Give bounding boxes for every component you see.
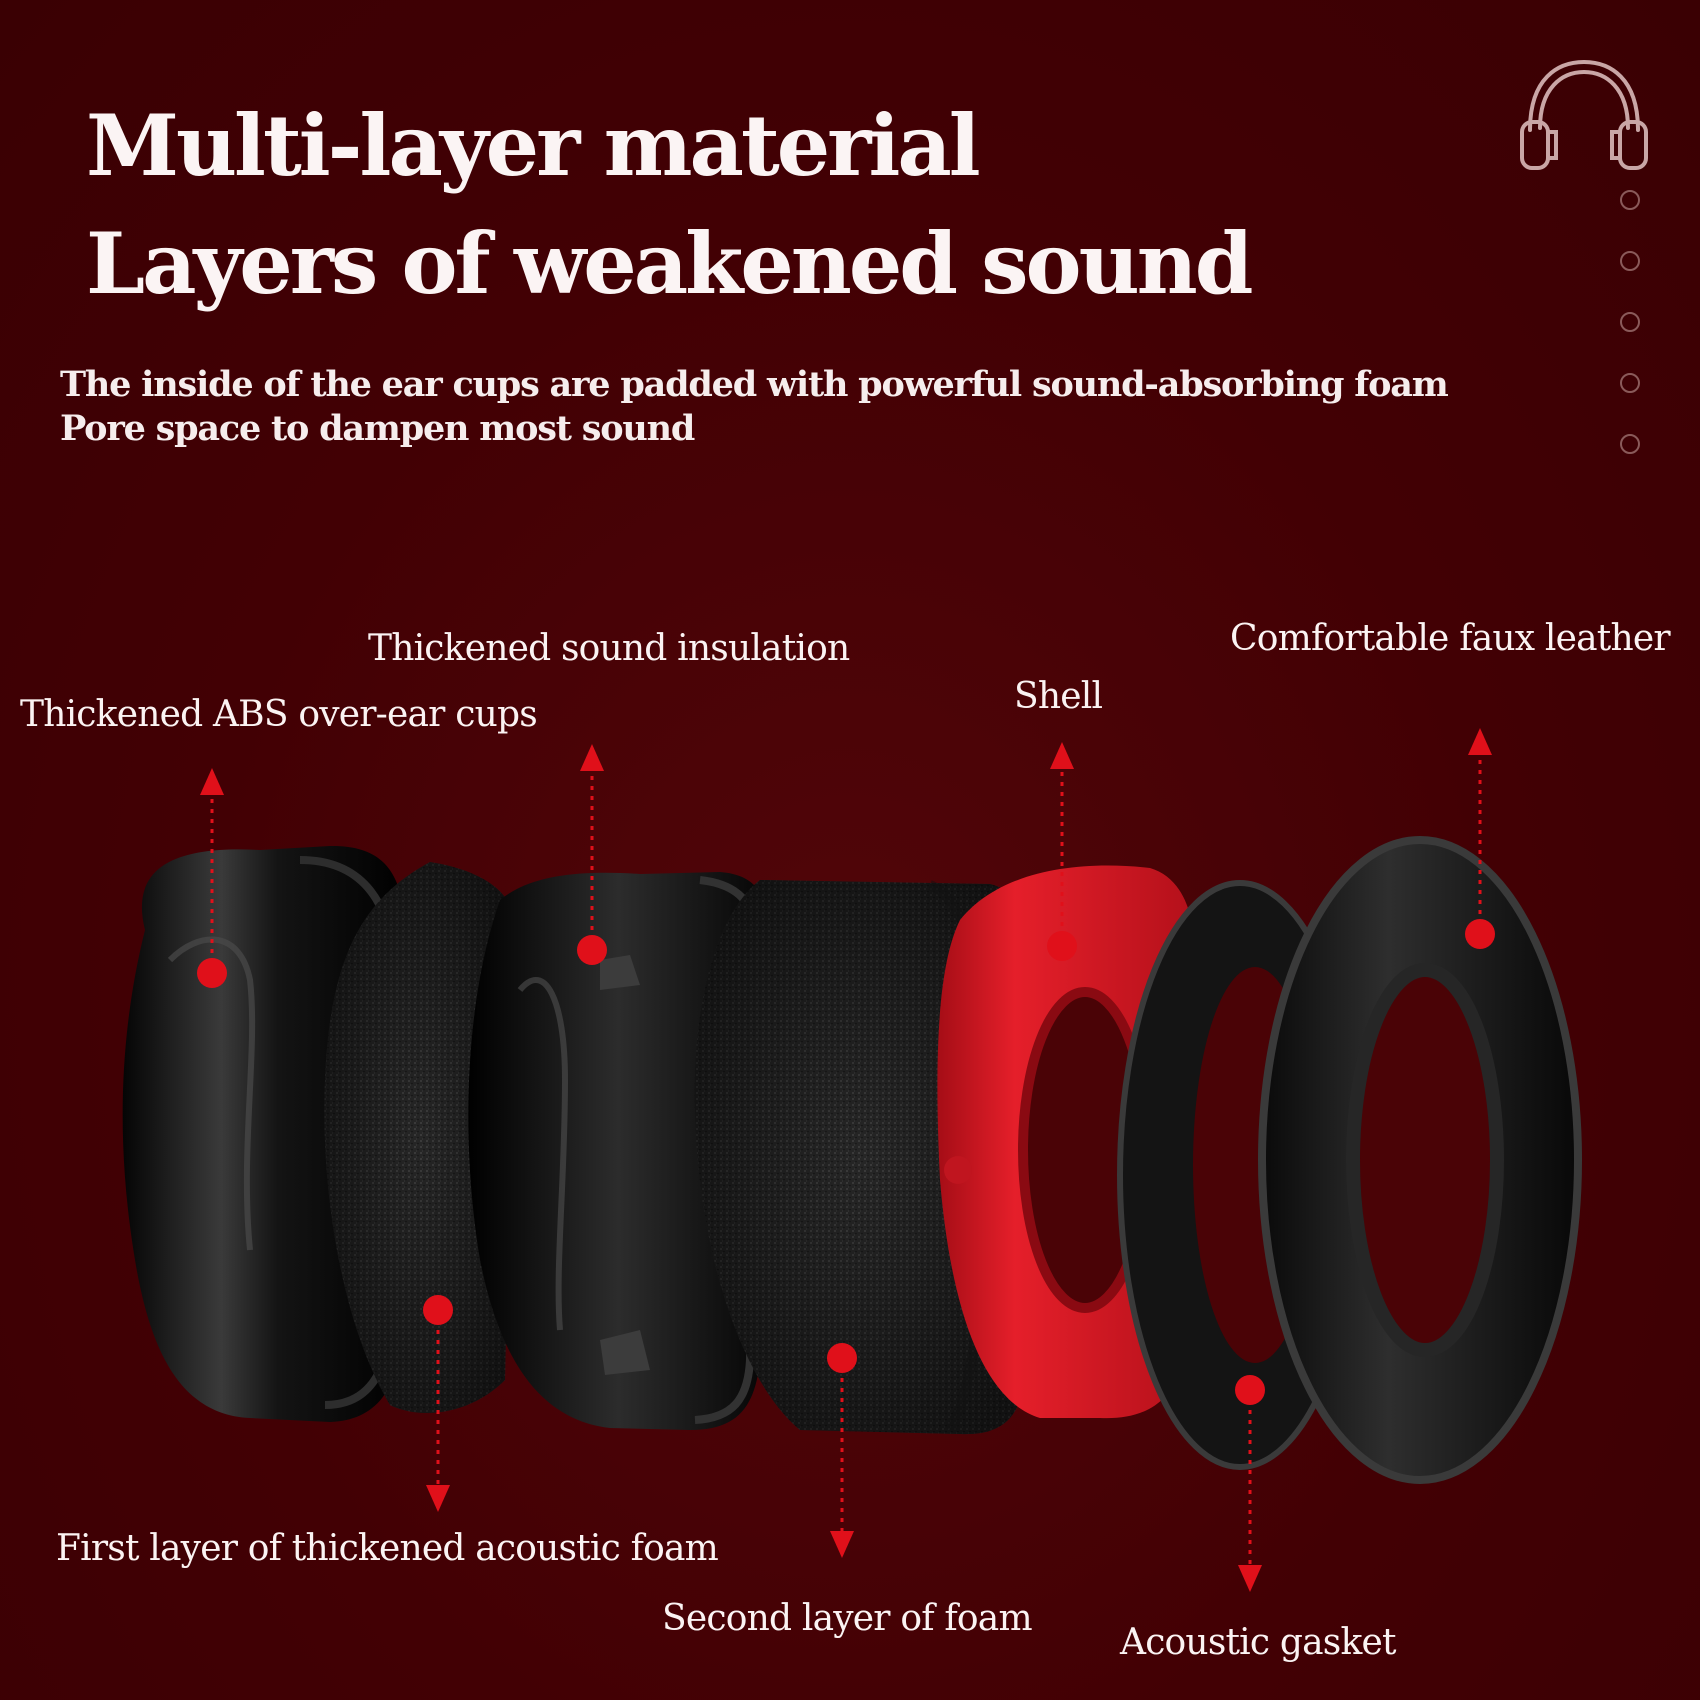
label-sound-insulation: Thickened sound insulation (368, 628, 850, 669)
callout-pointers (197, 728, 1495, 1592)
nav-dots (1620, 190, 1648, 495)
label-faux-leather: Comfortable faux leather (1230, 618, 1671, 659)
nav-dot[interactable] (1620, 312, 1640, 332)
pointer-second-foam (827, 1343, 857, 1558)
first-foam-part (324, 862, 515, 1413)
title-line-2: Layers of weakened sound (86, 214, 1253, 313)
nav-dot[interactable] (1620, 251, 1640, 271)
pointer-first-foam (423, 1295, 453, 1512)
label-second-foam: Second layer of foam (662, 1598, 1033, 1639)
label-gasket: Acoustic gasket (1120, 1622, 1396, 1663)
pointer-gasket (1235, 1375, 1265, 1592)
nav-dot[interactable] (1620, 373, 1640, 393)
label-shell: Shell (1014, 676, 1103, 717)
pointer-shell (1047, 742, 1077, 961)
pointer-abs (197, 768, 227, 988)
title-line-1: Multi-layer material (86, 96, 981, 195)
label-abs-cups: Thickened ABS over-ear cups (20, 694, 538, 735)
pointer-insulation (577, 744, 607, 965)
subtitle-line-1: The inside of the ear cups are padded wi… (60, 364, 1449, 405)
headphone-icon (1520, 59, 1648, 170)
pointer-leather (1465, 728, 1495, 949)
nav-dot[interactable] (1620, 434, 1640, 454)
label-first-foam: First layer of thickened acoustic foam (56, 1528, 719, 1569)
faux-leather-part (1258, 836, 1582, 1484)
nav-dot[interactable] (1620, 190, 1640, 210)
subtitle-line-2: Pore space to dampen most sound (60, 408, 695, 449)
